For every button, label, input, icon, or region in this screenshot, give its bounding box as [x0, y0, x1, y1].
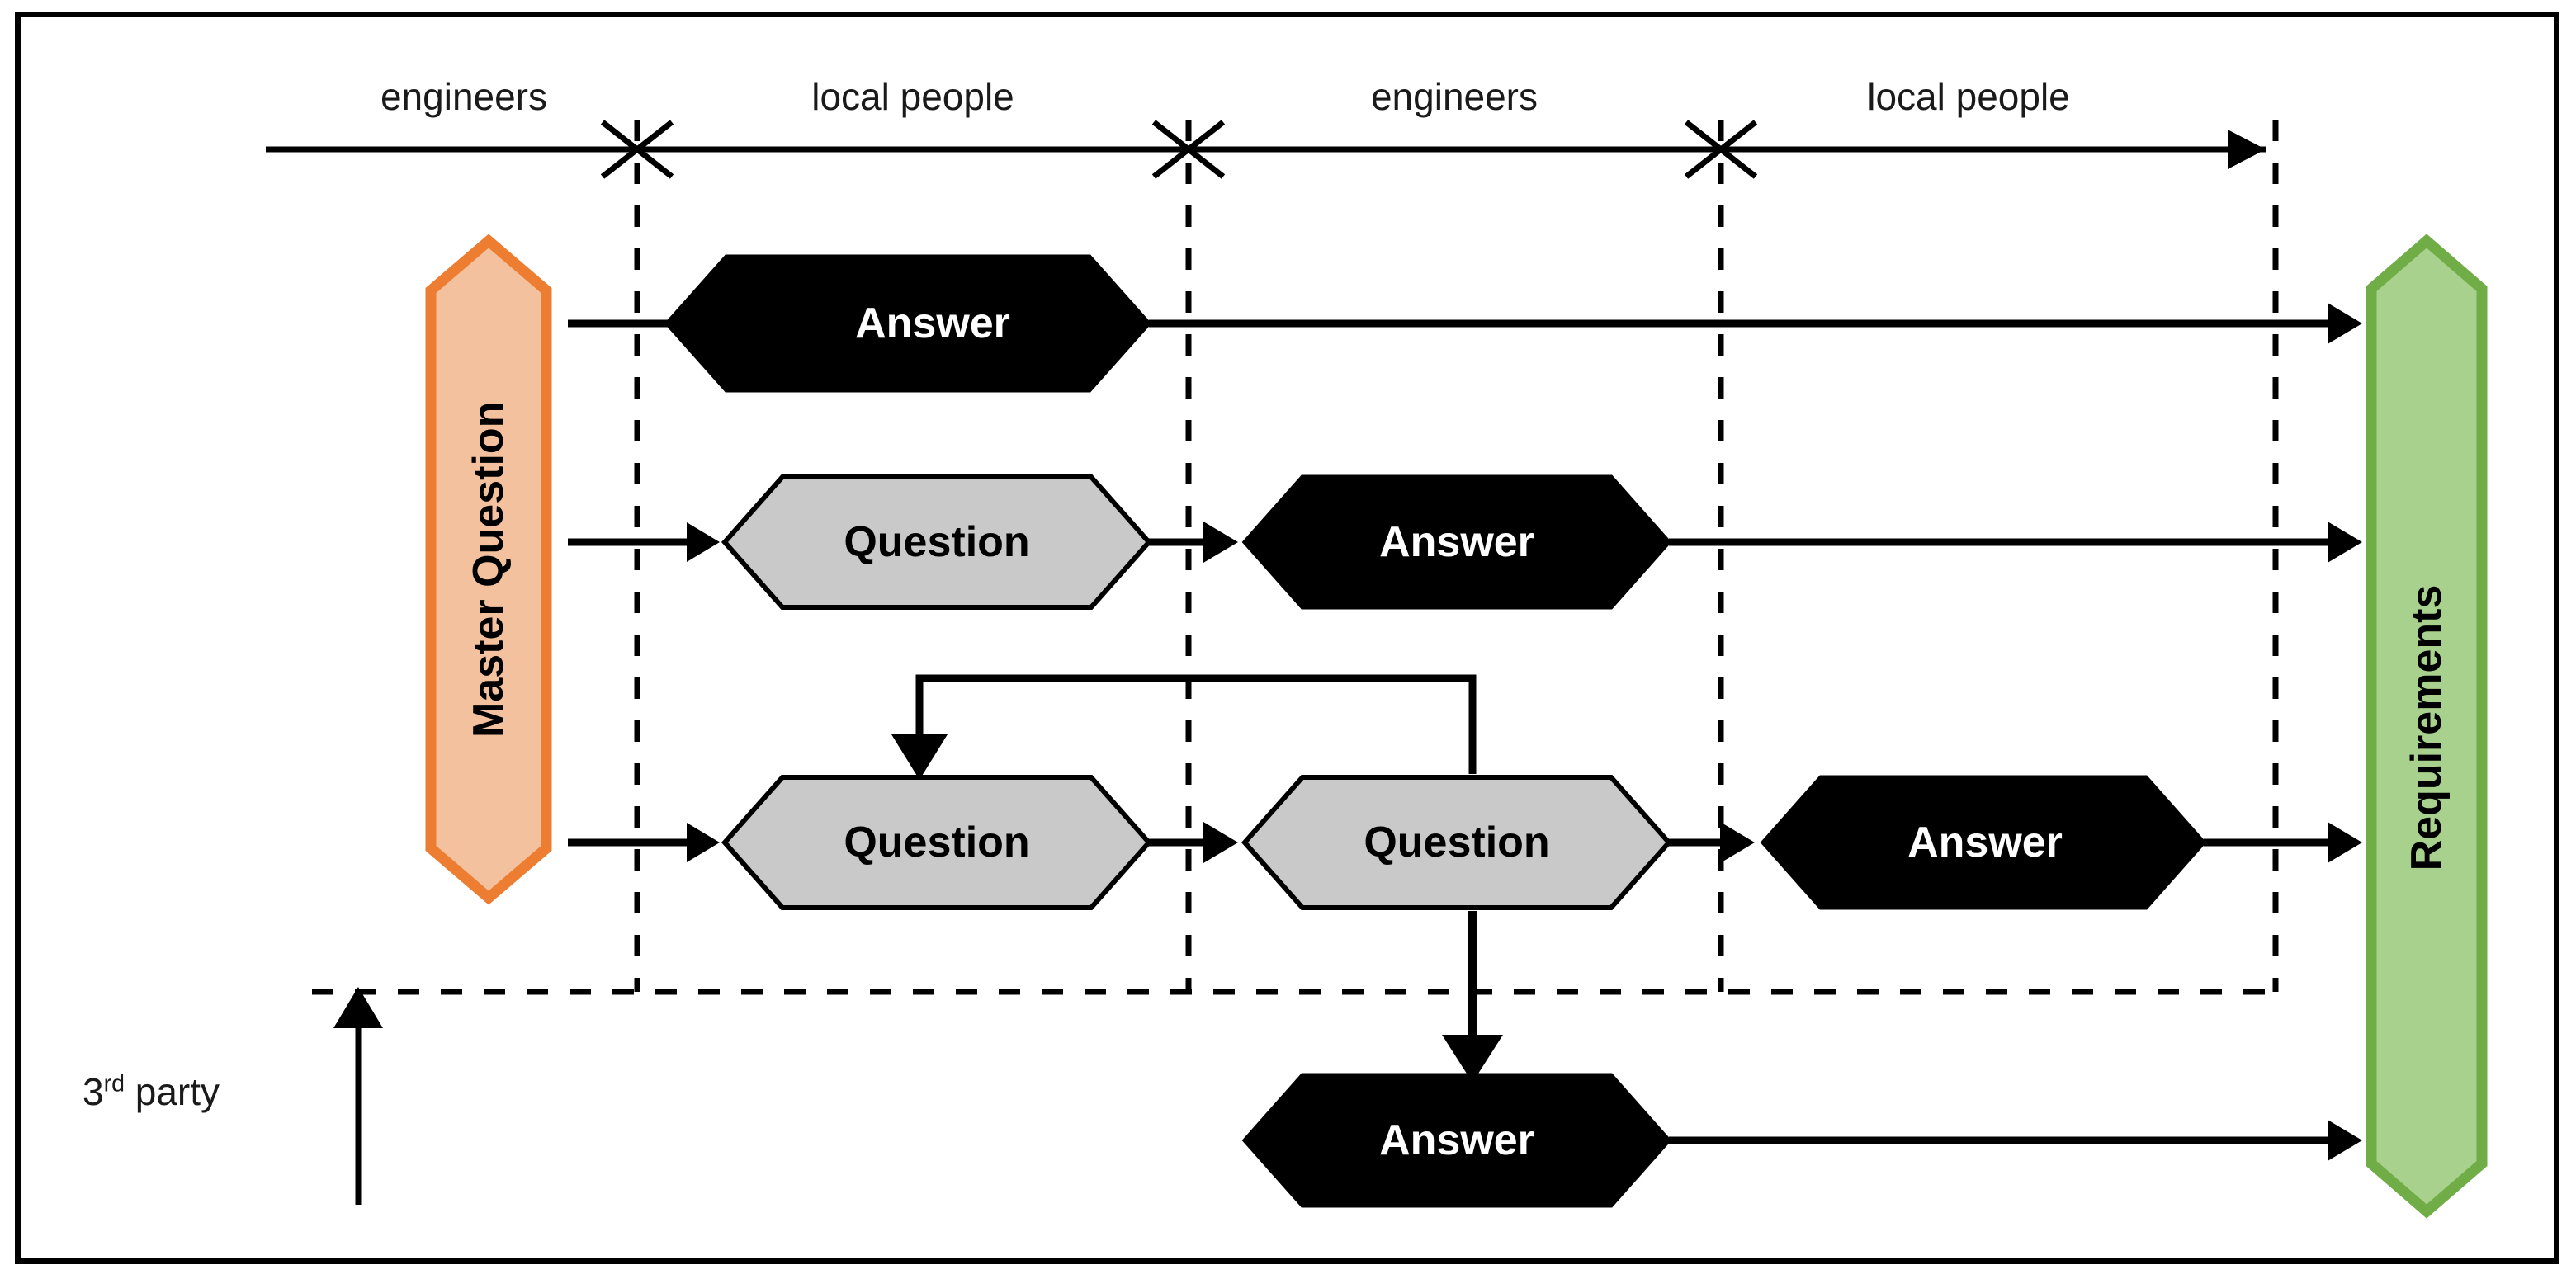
edge-loopback-question3b-to-question3a	[891, 674, 1477, 780]
node-answer-row1[interactable]	[664, 254, 1152, 393]
edge-question3b-to-answer3	[1669, 822, 1755, 863]
third-party-arrow	[333, 987, 383, 1205]
edge-question3b-to-answer-thirdparty	[1442, 911, 1503, 1083]
edge-answer2-to-requirements	[1669, 522, 2362, 563]
lane-label-2: local people	[811, 75, 1014, 118]
edge-question-to-answer-row2	[1149, 522, 1238, 563]
lane-label-4: local people	[1867, 75, 2070, 118]
node-requirements[interactable]	[2366, 234, 2488, 1219]
edge-answer1-to-requirements	[1149, 303, 2362, 344]
node-requirements-label: Requirements	[2403, 584, 2451, 871]
node-answer-row3[interactable]	[1760, 775, 2207, 910]
node-master-question[interactable]	[425, 234, 552, 905]
lane-label-1: engineers	[380, 75, 548, 118]
edge-master-to-question-row2	[568, 522, 720, 562]
node-question-row3-b[interactable]	[1241, 775, 1673, 910]
node-question-row3-a[interactable]	[721, 775, 1153, 910]
node-answer-third-party[interactable]	[1241, 1073, 1672, 1208]
edge-answer3-to-requirements	[2204, 822, 2362, 863]
third-party-label: 3rd party	[83, 1069, 220, 1114]
node-answer-row2[interactable]	[1241, 474, 1672, 610]
node-question-row2[interactable]	[721, 474, 1153, 610]
lane-axis	[266, 130, 2266, 169]
third-party-word: party	[124, 1070, 220, 1113]
lane-label-3: engineers	[1370, 75, 1539, 118]
third-party-prefix: 3	[83, 1070, 104, 1113]
third-party-ordinal-suffix: rd	[103, 1070, 125, 1097]
node-master-question-label: Master Question	[465, 401, 513, 738]
edge-question3a-to-question3b	[1149, 822, 1238, 863]
edge-answer-thirdparty-to-requirements	[1669, 1120, 2362, 1161]
boundary-marker-1	[600, 120, 674, 179]
edge-master-to-question-row3a	[568, 823, 720, 862]
boundary-marker-2	[1151, 120, 1226, 179]
boundary-marker-3	[1684, 120, 1758, 179]
